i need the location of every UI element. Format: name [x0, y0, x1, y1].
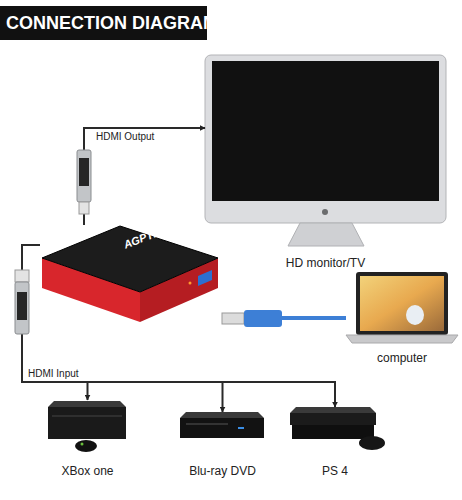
- laptop-screen: [360, 276, 444, 331]
- xbox-slot: [52, 416, 122, 417]
- xbox-body: [48, 407, 126, 439]
- brand-logo: AGPTEK: [122, 223, 169, 251]
- monitor-screen: [212, 61, 439, 201]
- title-banner: CONNECTION DIAGRAM: [0, 6, 207, 40]
- hdmi-plug: [77, 150, 91, 202]
- bluray-light: [238, 427, 244, 429]
- xbox-controller: [75, 440, 97, 452]
- hdmi-plug: [15, 282, 29, 334]
- card-led: [189, 282, 192, 285]
- bluray-top: [180, 412, 264, 418]
- hdmi-cable: [84, 128, 205, 225]
- device-label: HD monitor/TV: [205, 256, 446, 270]
- device-label: XBox one: [45, 464, 130, 478]
- source-device: Blu-ray DVD: [175, 412, 270, 478]
- hdmi-plug-band: [17, 292, 27, 320]
- hdmi-cable: [22, 245, 223, 412]
- bluray-body: [180, 418, 264, 438]
- ps4-controller: [359, 436, 385, 450]
- ps4-upper: [290, 413, 376, 425]
- laptop-base: [346, 335, 458, 343]
- ps4-lower: [292, 425, 374, 439]
- xbox-button: [81, 443, 84, 446]
- device-label: computer: [346, 351, 458, 365]
- hdmi-cable: [22, 245, 88, 400]
- hdmi-plug-band: [79, 158, 89, 186]
- hdmi-plug-tip: [15, 270, 29, 282]
- monitor-logo: [322, 209, 328, 215]
- usb-plug-tip: [222, 313, 244, 324]
- bluray-tray: [186, 424, 228, 425]
- source-device: XBox one: [45, 400, 130, 478]
- computer-device: computer: [346, 270, 458, 365]
- usb-port: [198, 270, 212, 286]
- capture-card: AGPTEK: [40, 225, 222, 325]
- usb-plug: [244, 310, 282, 327]
- connector-label: HDMI Output: [96, 131, 154, 142]
- device-label: Blu-ray DVD: [175, 464, 270, 478]
- monitor-stand: [288, 223, 364, 246]
- xbox-top: [48, 401, 126, 407]
- monitor-device: HD monitor/TV: [205, 55, 446, 270]
- monitor-frame: [205, 55, 446, 223]
- laptop-wallpaper: [406, 305, 424, 325]
- connector-label: HDMI Input: [28, 368, 79, 379]
- source-device: PS 4: [285, 407, 385, 478]
- device-label: PS 4: [285, 464, 385, 478]
- ps4-top: [290, 407, 376, 413]
- hdmi-plug-tip: [79, 202, 89, 214]
- laptop-lid: [356, 272, 448, 335]
